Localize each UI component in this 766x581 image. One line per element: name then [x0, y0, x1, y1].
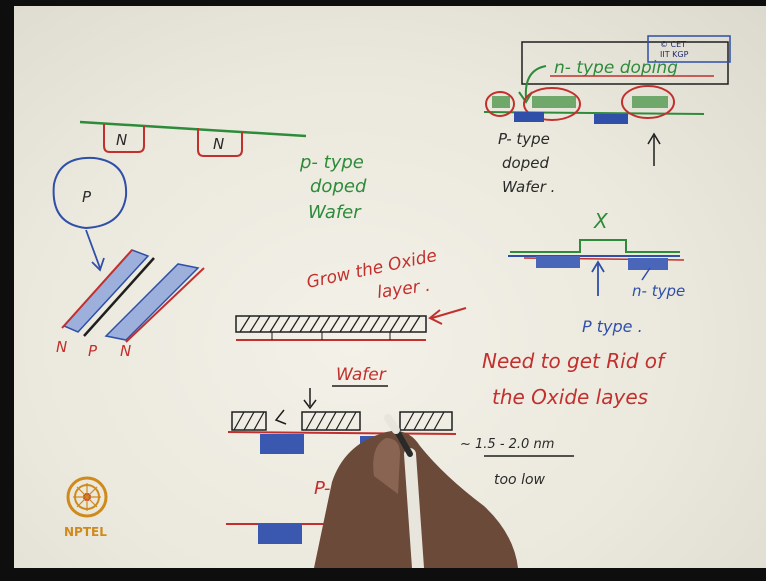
- wafer-label: Wafer: [336, 365, 387, 385]
- p-type-line-1: p- type: [299, 152, 364, 173]
- need-line-2: the Oxide layes: [492, 385, 648, 409]
- substrate-n-wells: N N: [80, 122, 306, 156]
- grow-oxide-line-2: layer .: [376, 276, 432, 303]
- grow-oxide-note: Grow the Oxide layer .: [305, 246, 466, 324]
- p-type-line-2: doped: [310, 176, 367, 197]
- thickness-note: ~ 1.5 - 2.0 nm too low: [460, 437, 574, 488]
- n-type-doping-box: © CET IIT KGP n- type doping: [519, 36, 730, 102]
- n-type-doping-label: n- type doping: [554, 58, 678, 78]
- npn-strips: N P N: [56, 250, 204, 360]
- n-region-label-1: N: [116, 131, 127, 149]
- tr-p-type-line-2: doped: [502, 154, 549, 172]
- p-circle-label: P: [82, 188, 92, 206]
- need-rid-note: Need to get Rid of the Oxide layes: [482, 349, 667, 409]
- p-type-mid-label: P type .: [582, 317, 643, 336]
- strip-label-n1: N: [56, 338, 67, 356]
- strip-label-n2: N: [120, 342, 131, 360]
- copyright-line-1: © CET: [660, 40, 686, 49]
- mid-right-structure: X n- type P type .: [508, 209, 685, 336]
- strip-label-p: P: [88, 342, 98, 360]
- n-type-label: n- type: [632, 282, 685, 300]
- tr-p-type-line-1: P- type: [498, 130, 550, 148]
- top-right-wafer: P- type doped Wafer .: [484, 86, 704, 196]
- whiteboard-paper: N N p- type doped Wafer P N P N © CET II…: [14, 6, 766, 568]
- too-low-label: too low: [494, 472, 546, 488]
- thickness-value: ~ 1.5 - 2.0 nm: [460, 437, 554, 452]
- p-blob: P: [54, 158, 127, 270]
- patterned-oxide: [228, 388, 456, 454]
- wafer-heading: Wafer: [332, 365, 388, 386]
- oxide-layer-wafer: [236, 316, 426, 340]
- p-type-wafer-label: p- type doped Wafer: [299, 152, 367, 223]
- tr-p-type-line-3: Wafer .: [502, 178, 555, 196]
- need-line-1: Need to get Rid of: [482, 349, 667, 373]
- lecture-diagram: N N p- type doped Wafer P N P N © CET II…: [14, 6, 766, 568]
- nptel-logo-text: NPTEL: [64, 525, 107, 539]
- bottom-p-label: P-: [314, 478, 330, 499]
- n-region-label-2: N: [213, 135, 224, 153]
- x-mark: X: [593, 209, 609, 233]
- nptel-logo-icon: NPTEL: [64, 478, 107, 539]
- p-type-line-3: Wafer: [308, 202, 362, 223]
